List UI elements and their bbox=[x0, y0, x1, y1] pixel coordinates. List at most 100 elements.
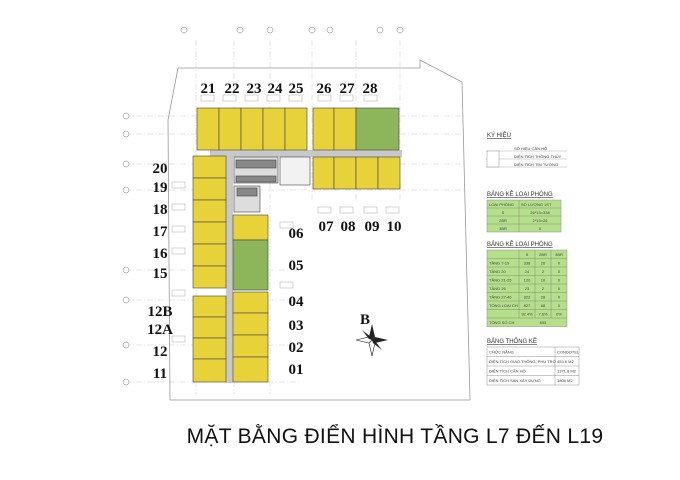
table-cell: TẦNG 7-19 bbox=[489, 261, 510, 266]
table-cell: 0 bbox=[558, 269, 561, 274]
table-cell: 7.6% bbox=[538, 312, 548, 317]
unit-number: 16 bbox=[153, 246, 169, 262]
table-cell: CHỨC NĂNG bbox=[489, 350, 514, 355]
table-cell: 1371.8 M2 bbox=[557, 369, 577, 374]
table-cell: 0 bbox=[558, 303, 561, 308]
table-cell: 827 bbox=[524, 303, 531, 308]
table-cell: 0 bbox=[558, 295, 561, 300]
table-cell: TỔNG SỐ CH bbox=[489, 320, 514, 325]
legend: KÝ HIỆU SỐ HIỆU CĂN HỘ DIỆN TÍCH THÔNG T… bbox=[486, 131, 567, 168]
unit-number: 06 bbox=[289, 226, 305, 242]
table-cell: 0% bbox=[556, 312, 562, 317]
table-cell: 2*13=26 bbox=[532, 218, 548, 223]
table-cell: 120 bbox=[524, 278, 531, 283]
unit-number: 23 bbox=[247, 81, 262, 97]
site-boundary bbox=[167, 59, 471, 401]
table-cell: CONDOTEL bbox=[557, 350, 580, 355]
unit-number: 24 bbox=[268, 81, 284, 97]
legend-item: DIỆN TÍCH THÔNG THỦY bbox=[514, 154, 562, 159]
unit-number: 12B bbox=[147, 304, 172, 320]
table-cell: 2BR bbox=[499, 218, 507, 223]
table-cell: 3BR bbox=[555, 252, 563, 257]
unit-numbers-right: 07 08 09 10 bbox=[319, 219, 402, 235]
table-cell: TẦNG 21-25 bbox=[489, 278, 512, 283]
table-cell: 453.6 M2 bbox=[557, 359, 574, 364]
table-heading: BẢNG KÊ LOẠI PHÒNG bbox=[487, 240, 553, 248]
unit-number: 10 bbox=[387, 219, 402, 235]
unit-number: 26 bbox=[317, 81, 333, 97]
table-cell: TẦNG 27-40 bbox=[489, 295, 512, 300]
corridors bbox=[210, 150, 402, 383]
table-cell: 3BR bbox=[499, 226, 507, 231]
grid-bubbles bbox=[122, 26, 404, 386]
legend-item: SỐ HIỆU CĂN HỘ bbox=[514, 146, 547, 151]
unit-number: 01 bbox=[289, 362, 304, 378]
unit-number: 08 bbox=[341, 219, 356, 235]
unit-number: 22 bbox=[225, 81, 240, 97]
table-heading: BẢNG THỐNG KÊ bbox=[487, 337, 537, 345]
unit-numbers-top: 21 22 23 24 25 26 27 28 bbox=[201, 81, 378, 97]
unit-number: 28 bbox=[363, 81, 378, 97]
table-cell: 10 bbox=[541, 278, 546, 283]
table-header: LOẠI PHÒNG bbox=[489, 202, 514, 207]
table-cell: 26*13=338 bbox=[530, 210, 550, 215]
table-cell: 338 bbox=[524, 261, 531, 266]
table-cell: 1805 M2 bbox=[557, 378, 573, 383]
unit-number: 07 bbox=[319, 219, 335, 235]
unit-numbers-left: 20 19 18 17 16 15 12B 12A 12 11 bbox=[147, 161, 173, 382]
table-cell: S bbox=[526, 252, 529, 257]
area-tags bbox=[171, 94, 400, 343]
unit-number: 09 bbox=[365, 219, 380, 235]
table-cell: DIỆN TÍCH GIAO THÔNG, PHỤ TRỢ bbox=[489, 359, 557, 364]
table-cell: 322 bbox=[524, 295, 531, 300]
table-cell: 92.4% bbox=[521, 312, 533, 317]
table-cell: TẦNG 20 bbox=[489, 269, 506, 274]
legend-heading: KÝ HIỆU bbox=[487, 131, 511, 139]
table-cell: 28 bbox=[541, 295, 546, 300]
compass-label: B bbox=[360, 312, 370, 328]
unit-number: 04 bbox=[289, 294, 305, 310]
table-cell: 23 bbox=[525, 286, 530, 291]
table-cell: DIỆN TÍCH CĂN HỘ bbox=[489, 369, 526, 374]
unit-number: 12A bbox=[147, 322, 173, 338]
unit-number: 21 bbox=[201, 81, 216, 97]
table-body bbox=[486, 249, 568, 327]
table-header: SỐ LƯỢNG 1ST bbox=[521, 202, 552, 207]
table-cell: TẦNG 26 bbox=[489, 286, 506, 291]
table-cell: 2 bbox=[542, 286, 545, 291]
table-cell: 0 bbox=[558, 278, 561, 283]
table-cell: 0 bbox=[539, 226, 542, 231]
left-units bbox=[192, 155, 227, 383]
unit-number: 12 bbox=[153, 344, 168, 360]
top-units bbox=[196, 107, 400, 151]
unit-number: 03 bbox=[289, 318, 304, 334]
unit-number: 19 bbox=[153, 180, 168, 196]
north-arrow-icon bbox=[355, 324, 388, 357]
unit-number: 17 bbox=[153, 224, 169, 240]
room-types-table: BẢNG KÊ LOẠI PHÒNG LOẠI PHÒNG SỐ LƯỢNG 1… bbox=[486, 190, 562, 233]
unit-number: 20 bbox=[153, 161, 168, 177]
table-cell: 26 bbox=[541, 261, 546, 266]
legend-item: DIỆN TÍCH TIM TƯỜNG bbox=[514, 162, 558, 167]
unit-number: 25 bbox=[289, 81, 304, 97]
unit-numbers-middle: 06 05 04 03 02 01 bbox=[289, 226, 305, 378]
unit-number: 18 bbox=[153, 202, 168, 218]
core bbox=[233, 156, 311, 213]
right-units bbox=[312, 156, 401, 190]
table-cell: 24 bbox=[525, 269, 530, 274]
table-cell: DIỆN TÍCH SÀN XÂY DỰNG bbox=[489, 378, 541, 383]
unit-number: 11 bbox=[153, 366, 167, 382]
table-cell: S bbox=[502, 210, 505, 215]
unit-number: 05 bbox=[289, 258, 304, 274]
unit-number: 15 bbox=[153, 266, 168, 282]
drawing-title: MẶT BẰNG ĐIỂN HÌNH TẦNG L7 ĐẾN L19 bbox=[187, 424, 604, 448]
table-heading: BẢNG KÊ LOẠI PHÒNG bbox=[487, 190, 553, 198]
table-cell: 895 bbox=[540, 320, 547, 325]
unit-number: 27 bbox=[340, 81, 356, 97]
unit-number: 02 bbox=[289, 340, 304, 356]
table-cell: 0 bbox=[558, 261, 561, 266]
